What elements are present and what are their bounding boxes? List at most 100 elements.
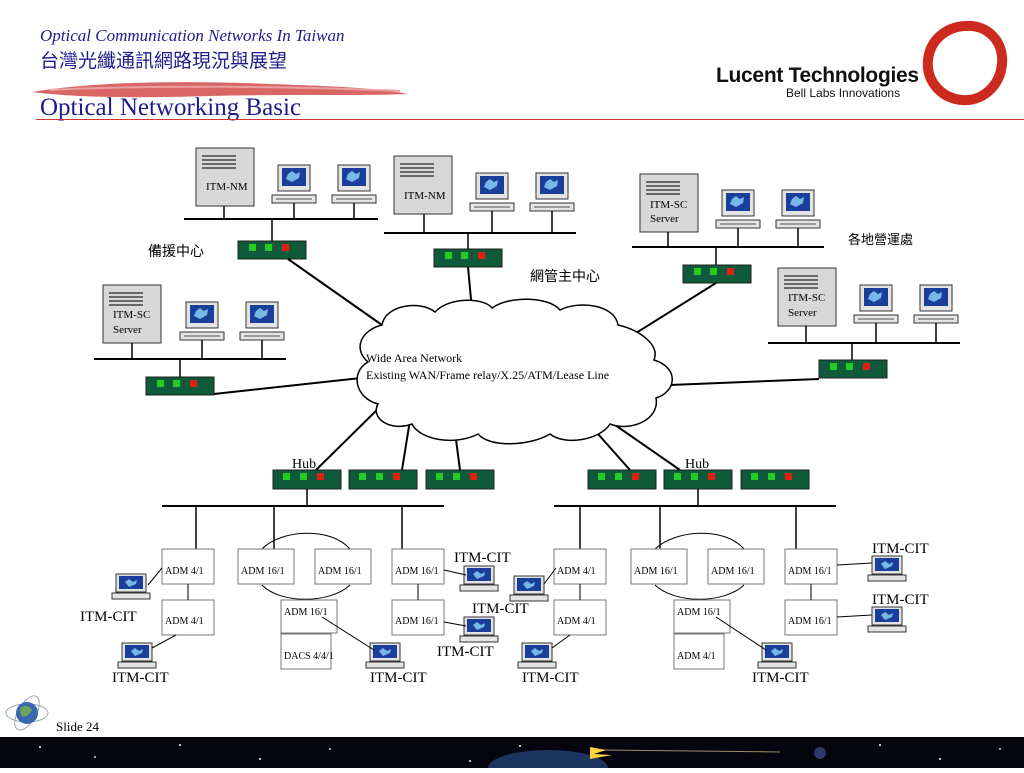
adm-box (630, 548, 688, 585)
globe-logo-icon (5, 695, 49, 731)
adm-box (237, 548, 295, 585)
adm-label: ADM 16/1 (395, 566, 439, 577)
branch-group-3: ITM-SC Server (94, 284, 286, 396)
itm-sc-label: ITM-SC (650, 199, 687, 211)
wan-label-line1: Wide Area Network (366, 351, 462, 365)
router-icon (682, 264, 752, 284)
adm-box (673, 599, 731, 634)
hub-row: Hub Hub (272, 457, 810, 506)
itm-cit-laptop-icon (111, 573, 151, 600)
adm-label: ADM 16/1 (788, 616, 832, 627)
itm-cit-label: ITM-CIT (437, 644, 494, 660)
adm-label: ADM 16/1 (395, 616, 439, 627)
workstation-icon (913, 284, 959, 324)
itm-nm-server-icon (393, 155, 453, 215)
lucent-ring-logo (922, 20, 1008, 106)
adm-label: ADM 4/1 (677, 651, 716, 662)
itm-cit-laptop-icon (517, 642, 557, 669)
workstation-icon (179, 301, 225, 341)
workstation-icon (271, 164, 317, 204)
dacs-box (280, 633, 332, 670)
nm-center-group: ITM-NM 網管主中心 (384, 155, 600, 285)
router-icon (433, 248, 503, 268)
adm-label: ADM 16/1 (284, 607, 328, 618)
server-label: Server (650, 213, 679, 225)
itm-cit-label: ITM-CIT (522, 670, 579, 686)
router-icon (237, 240, 307, 260)
itm-cit-labels-left: ITM-CIT ITM-CIT ITM-CIT ITM-CIT ITM-CIT … (80, 550, 529, 686)
adm-label: ADM 16/1 (318, 566, 362, 577)
itm-cit-laptop-icon (509, 575, 549, 602)
header-subtitle-cn: 台灣光纖通訊網路現況與展望 (40, 50, 288, 72)
brand-tagline: Bell Labs Innovations (786, 86, 901, 100)
itm-sc-label: ITM-SC (113, 309, 150, 321)
brand-name: Lucent Technologies (716, 64, 919, 87)
adm-box (553, 599, 607, 636)
adm-box (784, 599, 838, 636)
hub-device-3 (425, 469, 495, 490)
slide-main-title: Optical Networking Basic (40, 94, 302, 121)
adm-label: ADM 4/1 (165, 616, 204, 627)
network-diagram: ITM-NM 備援中心 ITM-NM 網管主中心 (80, 147, 960, 686)
adm-network-left: ADM 4/1 ADM 4/1 ADM 16/1 ADM 16/1 ADM 16… (111, 505, 499, 670)
header-divider (36, 119, 1024, 120)
adm-label: ADM 4/1 (557, 566, 596, 577)
itm-cit-label: ITM-CIT (454, 550, 511, 566)
hub-device-1 (272, 469, 342, 490)
adm-box (707, 548, 765, 585)
adm-box (161, 599, 215, 636)
workstation-icon (239, 301, 285, 341)
header-title: Optical Communication Networks In Taiwan (40, 26, 345, 45)
adm-label: ADM 4/1 (165, 566, 204, 577)
adm-label: ADM 16/1 (634, 566, 678, 577)
itm-nm-label-1: ITM-NM (206, 181, 248, 193)
branch-group-2: ITM-SC Server (768, 267, 960, 379)
adm-label: ADM 16/1 (788, 566, 832, 577)
slide-number: Slide 24 (56, 719, 99, 734)
router-icon (145, 376, 215, 396)
header-brush-stroke (32, 82, 408, 98)
adm-box (784, 548, 838, 585)
workstation-icon (775, 189, 821, 229)
itm-cit-label: ITM-CIT (370, 670, 427, 686)
hub-device-2 (348, 469, 418, 490)
wan-label-line2: Existing WAN/Frame relay/X.25/ATM/Lease … (366, 368, 609, 382)
itm-cit-label: ITM-CIT (872, 592, 929, 608)
itm-cit-label: ITM-CIT (752, 670, 809, 686)
itm-cit-laptop-icon (867, 555, 907, 582)
adm-label: ADM 16/1 (711, 566, 755, 577)
dacs-label: DACS 4/4/1 (284, 651, 334, 662)
adm-label: ADM 4/1 (557, 616, 596, 627)
workstation-icon (529, 172, 575, 212)
adm-label: ADM 16/1 (241, 566, 285, 577)
workstation-icon (469, 172, 515, 212)
router-icon (818, 359, 888, 379)
hub-device-5 (663, 469, 733, 490)
server-label: Server (788, 307, 817, 319)
server-label: Server (113, 324, 142, 336)
branch-group-1: ITM-SC Server 各地營運處 (632, 173, 913, 284)
hub-label-left: Hub (292, 457, 316, 472)
hub-label-right: Hub (685, 457, 709, 472)
itm-cit-laptop-icon (459, 616, 499, 643)
adm-box (161, 548, 215, 585)
itm-cit-laptop-icon (117, 642, 157, 669)
itm-cit-label: ITM-CIT (112, 670, 169, 686)
itm-cit-laptop-icon (867, 606, 907, 633)
hub-device-6 (740, 469, 810, 490)
itm-cit-label: ITM-CIT (80, 609, 137, 625)
itm-cit-labels-right: ITM-CIT ITM-CIT ITM-CIT ITM-CIT (522, 541, 929, 686)
workstation-icon (715, 189, 761, 229)
adm-network-right: ADM 4/1 ADM 4/1 ADM 16/1 ADM 16/1 ADM 16… (509, 505, 907, 670)
adm-box (280, 599, 338, 634)
adm-box (314, 548, 372, 585)
nm-center-label: 網管主中心 (530, 269, 600, 285)
workstation-icon (853, 284, 899, 324)
itm-nm-server-icon (195, 147, 255, 207)
itm-cit-laptop-icon (365, 642, 405, 669)
branches-label: 各地營運處 (848, 232, 913, 248)
itm-cit-label: ITM-CIT (872, 541, 929, 557)
adm-label: ADM 16/1 (677, 607, 721, 618)
itm-cit-laptop-icon (459, 565, 499, 592)
itm-cit-laptop-icon (757, 642, 797, 669)
